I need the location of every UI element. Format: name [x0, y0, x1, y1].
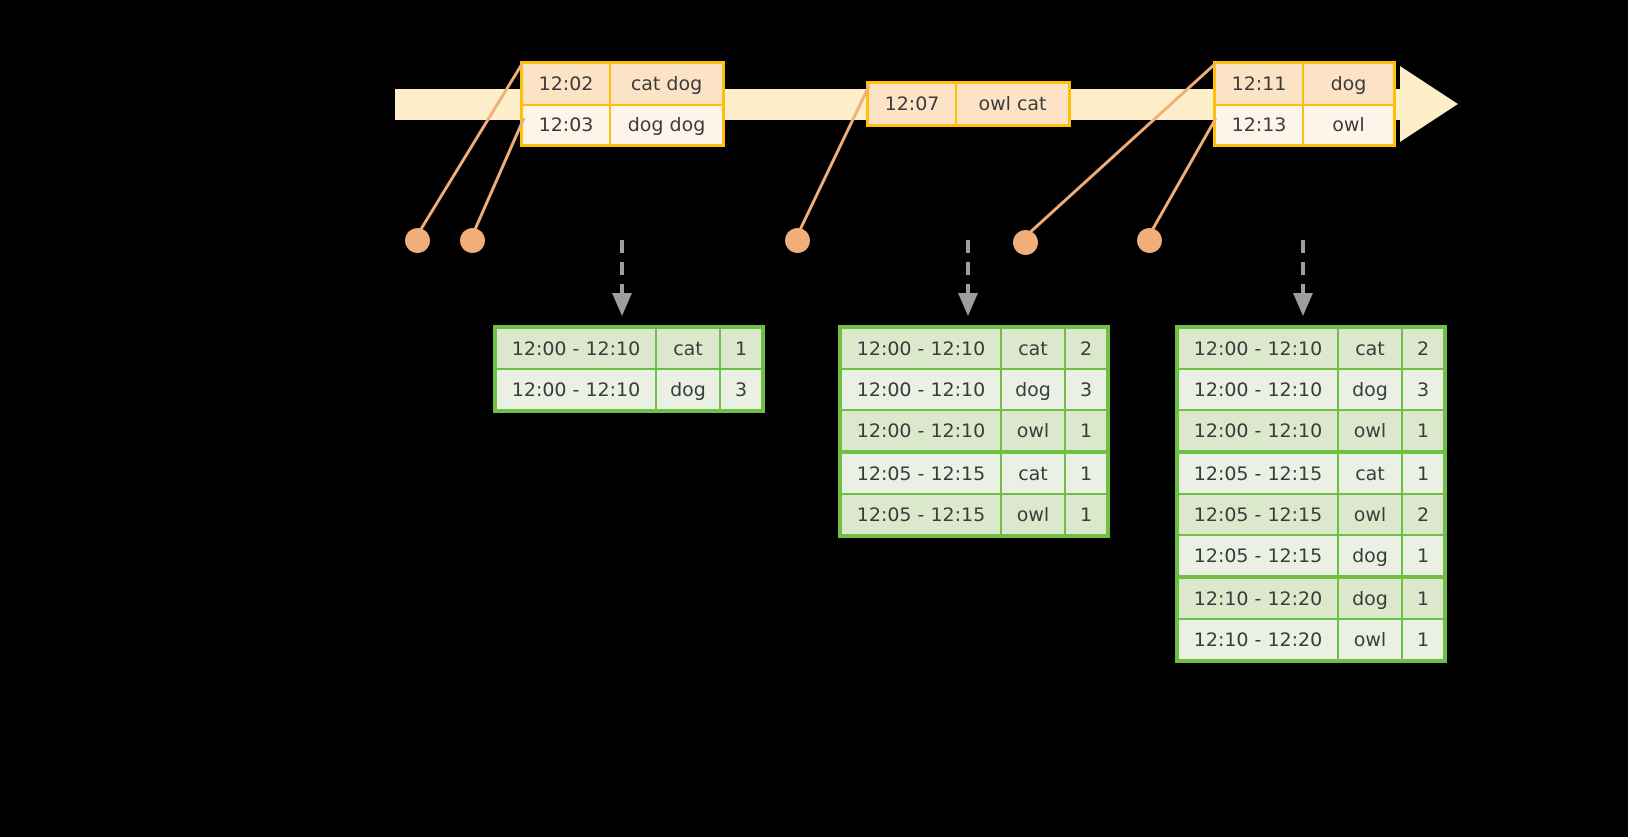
leader-5: [1148, 117, 1218, 235]
event-time: 12:13: [1216, 106, 1302, 144]
cell-count: 1: [1403, 620, 1443, 659]
leader-2: [471, 117, 526, 235]
cell-window: 12:00 - 12:10: [842, 370, 1000, 409]
event-row[interactable]: 12:13 owl: [1216, 104, 1393, 144]
cell-word: cat: [1002, 329, 1064, 368]
dot-4: [1013, 230, 1038, 255]
cell-word: dog: [657, 370, 719, 409]
cell-window: 12:10 - 12:20: [1179, 620, 1337, 659]
cell-window: 12:05 - 12:15: [1179, 454, 1337, 493]
event-time: 12:02: [523, 64, 609, 104]
cell-window: 12:00 - 12:10: [842, 411, 1000, 450]
event-time: 12:03: [523, 106, 609, 144]
cell-count: 1: [1066, 495, 1106, 534]
cell-count: 3: [1403, 370, 1443, 409]
event-text: owl cat: [955, 84, 1068, 124]
cell-count: 1: [1066, 454, 1106, 493]
cell-word: dog: [1339, 536, 1401, 575]
cell-window: 12:00 - 12:10: [842, 329, 1000, 368]
event-time: 12:07: [869, 84, 955, 124]
event-row[interactable]: 12:02 cat dog: [523, 64, 722, 104]
dash-arrow-2: [957, 240, 979, 318]
event-text: owl: [1302, 106, 1393, 144]
cell-count: 1: [1403, 536, 1443, 575]
cell-window: 12:00 - 12:10: [1179, 329, 1337, 368]
event-row[interactable]: 12:03 dog dog: [523, 104, 722, 144]
cell-count: 2: [1403, 495, 1443, 534]
cell-word: owl: [1339, 620, 1401, 659]
event-time: 12:11: [1216, 64, 1302, 104]
cell-word: owl: [1339, 495, 1401, 534]
cell-window: 12:10 - 12:20: [1179, 579, 1337, 618]
dash-arrow-3: [1292, 240, 1314, 318]
cell-window: 12:00 - 12:10: [1179, 370, 1337, 409]
cell-window: 12:05 - 12:15: [1179, 536, 1337, 575]
dash-arrow-1: [611, 240, 633, 318]
dot-2: [460, 228, 485, 253]
cell-count: 1: [1403, 579, 1443, 618]
cell-word: dog: [1002, 370, 1064, 409]
event-text: dog dog: [609, 106, 722, 144]
dot-3: [785, 228, 810, 253]
event-text: cat dog: [609, 64, 722, 104]
cell-word: cat: [1002, 454, 1064, 493]
cell-count: 3: [1066, 370, 1106, 409]
cell-word: cat: [1339, 329, 1401, 368]
cell-window: 12:00 - 12:10: [497, 329, 655, 368]
dot-1: [405, 228, 430, 253]
cell-count: 1: [1403, 454, 1443, 493]
cell-count: 2: [1403, 329, 1443, 368]
event-group-b[interactable]: 12:07 owl cat: [866, 81, 1071, 127]
cell-count: 1: [1403, 411, 1443, 450]
cell-count: 3: [721, 370, 761, 409]
dot-5: [1137, 228, 1162, 253]
cell-window: 12:00 - 12:10: [497, 370, 655, 409]
timeline-arrowhead-icon: [1400, 66, 1458, 142]
cell-word: cat: [1339, 454, 1401, 493]
cell-word: owl: [1002, 495, 1064, 534]
cell-word: cat: [657, 329, 719, 368]
event-text: dog: [1302, 64, 1393, 104]
cell-count: 1: [721, 329, 761, 368]
cell-word: dog: [1339, 370, 1401, 409]
cell-window: 12:05 - 12:15: [842, 454, 1000, 493]
cell-count: 1: [1066, 411, 1106, 450]
cell-window: 12:00 - 12:10: [1179, 411, 1337, 450]
cell-word: owl: [1339, 411, 1401, 450]
cell-word: dog: [1339, 579, 1401, 618]
cell-count: 2: [1066, 329, 1106, 368]
event-group-c[interactable]: 12:11 dog 12:13 owl: [1213, 61, 1396, 147]
event-row[interactable]: 12:11 dog: [1216, 64, 1393, 104]
cell-window: 12:05 - 12:15: [1179, 495, 1337, 534]
cell-word: owl: [1002, 411, 1064, 450]
event-group-a[interactable]: 12:02 cat dog 12:03 dog dog: [520, 61, 725, 147]
event-row[interactable]: 12:07 owl cat: [869, 84, 1068, 124]
cell-window: 12:05 - 12:15: [842, 495, 1000, 534]
